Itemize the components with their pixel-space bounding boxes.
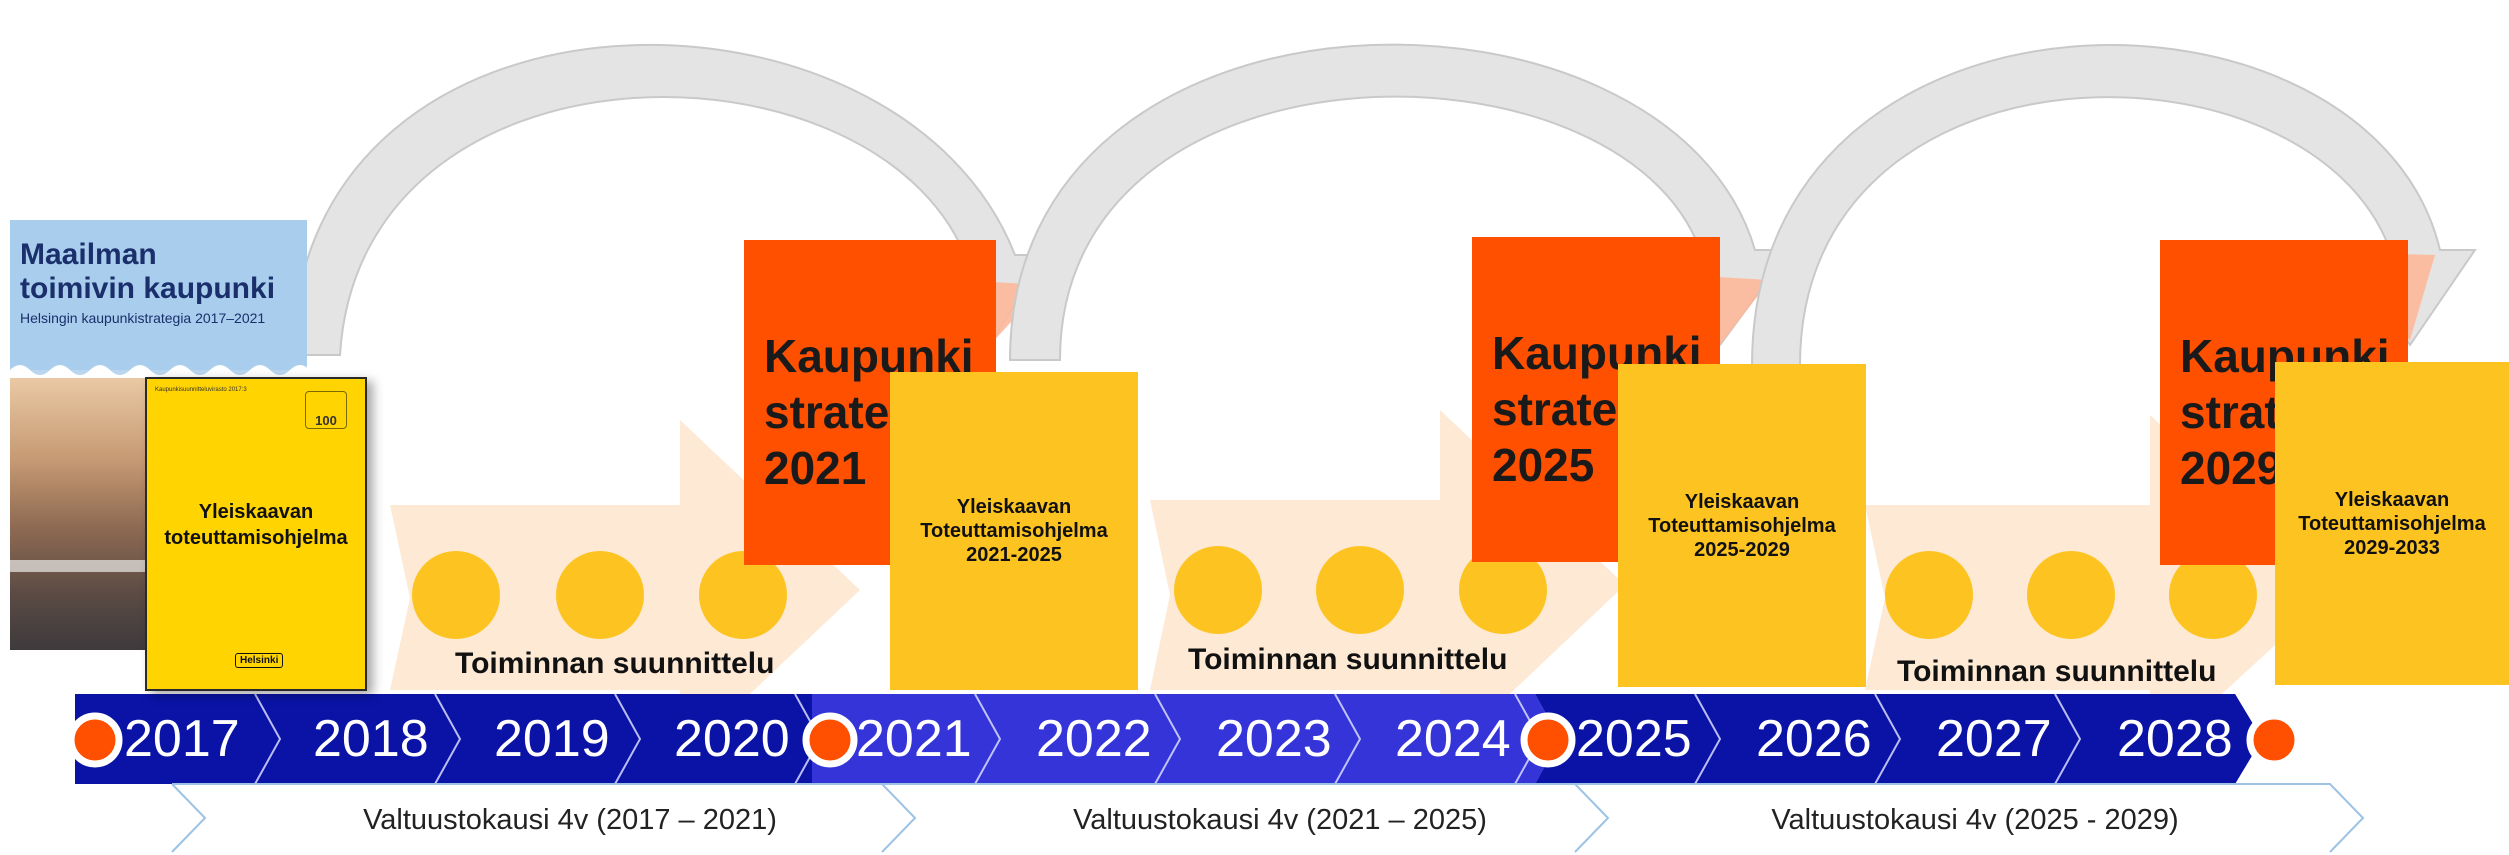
program-line3: 2025-2029	[1694, 538, 1790, 561]
program-line3: 2029-2033	[2344, 536, 2440, 559]
program-box-2025-2029: Yleiskaavan Toteuttamisohjelma 2025-2029	[1618, 364, 1866, 687]
term-label-2021-2025: Valtuustokausi 4v (2021 – 2025)	[1073, 804, 1487, 836]
cover-title-line2: toimivin kaupunki	[20, 272, 276, 305]
program-line1: Yleiskaavan	[956, 496, 1072, 518]
milestone-circle	[2169, 551, 2257, 639]
milestone-circle	[412, 551, 500, 639]
timeline-marker	[802, 712, 858, 768]
milestone-circle	[699, 551, 787, 639]
strategy-text: Kaupunki strategia 2025	[1492, 327, 1702, 491]
timeline-markers	[67, 712, 2302, 768]
program-line3: 2021-2025	[966, 544, 1062, 566]
year-2021: 2021	[856, 710, 972, 768]
timeline-band	[75, 693, 2262, 785]
program-line1: Yleiskaavan	[2334, 488, 2450, 511]
cover-wave	[10, 365, 307, 380]
planning-label-1: Toiminnan suunnittelu	[455, 647, 775, 680]
milestone-circles	[412, 546, 2257, 639]
helsinki-logo: Helsinki	[235, 653, 284, 668]
milestone-circle	[1174, 546, 1262, 634]
timeline-marker	[67, 712, 123, 768]
program-line2: Toteuttamisohjelma	[1648, 514, 1836, 537]
planning-label-2: Toiminnan suunnittelu	[1188, 643, 1508, 676]
booklet-title: Yleiskaavan toteuttamisohjelma	[164, 501, 348, 549]
cover-subtitle: Helsingin kaupunkistrategia 2017–2021	[20, 310, 266, 326]
term-chevron-3	[1575, 783, 2365, 853]
term-label-2025-2029: Valtuustokausi 4v (2025 - 2029)	[1771, 804, 2179, 836]
timeline-marker	[1520, 712, 1576, 768]
milestone-circle	[1316, 546, 1404, 634]
milestone-circle	[2027, 551, 2115, 639]
milestone-circle	[556, 551, 644, 639]
year-2024: 2024	[1395, 710, 1511, 768]
program-line2: Toteuttamisohjelma	[920, 520, 1108, 542]
year-2019: 2019	[494, 710, 610, 768]
year-2026: 2026	[1756, 710, 1872, 768]
year-2025: 2025	[1576, 710, 1692, 768]
year-2018: 2018	[313, 710, 429, 768]
term-chevron-1	[171, 783, 917, 853]
booklet-top-text: Kaupunkisuunnitteluvirasto 2017:3	[155, 387, 247, 393]
timeline-marker	[2246, 712, 2302, 768]
milestone-circle	[1885, 551, 1973, 639]
plan-booklet: Kaupunkisuunnitteluvirasto 2017:3 100 Yl…	[145, 377, 367, 691]
year-2028: 2028	[2117, 710, 2233, 768]
program-line2: Toteuttamisohjelma	[2298, 512, 2486, 535]
year-2023: 2023	[1216, 710, 1332, 768]
program-box-2021-2025: Yleiskaavan Toteuttamisohjelma 2021-2025	[890, 372, 1138, 690]
year-2022: 2022	[1036, 710, 1152, 768]
year-2027: 2027	[1936, 710, 2052, 768]
planning-label-3: Toiminnan suunnittelu	[1897, 655, 2217, 688]
program-line1: Yleiskaavan	[1684, 490, 1800, 513]
cover-title-line1: Maailman	[20, 238, 157, 271]
program-box-2029-2033: Yleiskaavan Toteuttamisohjelma 2029-2033	[2275, 362, 2509, 685]
suomi-finland-logo: 100	[305, 391, 347, 429]
year-2020: 2020	[674, 710, 790, 768]
year-2017: 2017	[124, 710, 240, 768]
logo-100: 100	[315, 413, 337, 428]
milestone-circle	[1459, 546, 1547, 634]
term-chevron-2	[882, 783, 1610, 853]
term-label-2017-2021: Valtuustokausi 4v (2017 – 2021)	[363, 804, 777, 836]
